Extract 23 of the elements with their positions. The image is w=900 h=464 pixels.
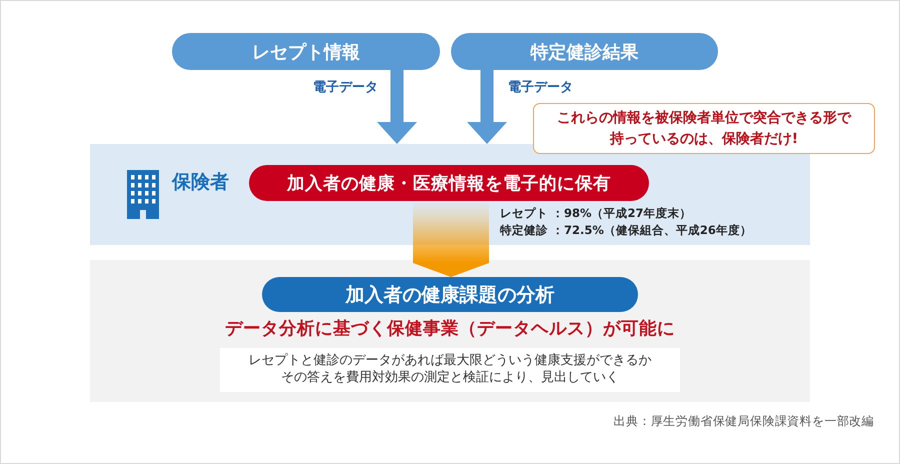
source-note: 出典：厚生労働省保健局保険課資料を一部改編 [612,414,874,430]
stat-text: レセプト ：98%（平成27年度末） [500,206,692,222]
heading-text: レセプト情報 [252,40,360,64]
heading-text: 加入者の健康・医療情報を電子的に保有 [287,172,611,195]
block-arrow [413,201,489,277]
callout-box [533,103,875,154]
edge-label: 電子データ [313,80,378,97]
rounded-pill [262,277,638,312]
stat-text: 特定健診 ：72.5%（健保組合、平成26年度） [500,223,752,239]
highlight-text: データ分析に基づく保健事業（データヘルス）が可能に [224,318,676,341]
note-text: レセプトと健診のデータがあれば最大限どういう健康支援ができるかその答えを費用対効果の測定と検証により、見出していく [248,353,652,387]
arrow [467,70,507,144]
section-band [90,144,810,245]
edge-label: 電子データ [508,80,573,97]
rounded-pill [249,165,649,201]
rounded-pill [172,33,440,70]
section-band [90,260,810,402]
rounded-pill [451,33,718,70]
section-heading: 保険者 [172,170,229,195]
callout-text: これらの情報を被保険者単位で突合できる形で持っているのは、保険者だけ! [556,108,852,148]
heading-text: 特定健診結果 [530,40,638,64]
arrow [377,70,417,144]
heading-text: 加入者の健康課題の分析 [346,282,554,308]
